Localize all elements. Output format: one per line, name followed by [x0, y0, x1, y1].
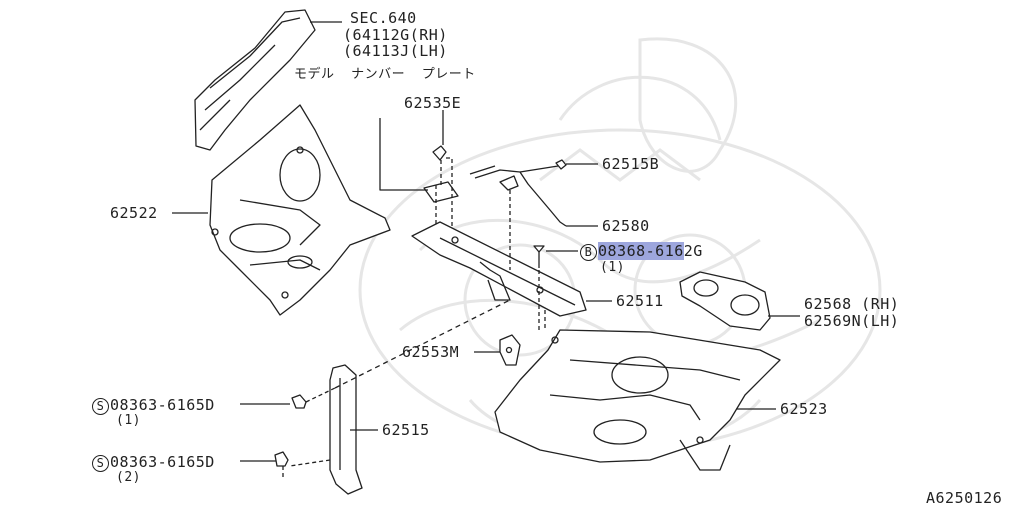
plate-note-label: モデル ナンバー プレート — [294, 67, 476, 82]
part-62522-label: 62522 — [110, 204, 158, 222]
part-62553m-bracket — [499, 334, 521, 366]
part-62580-label: 62580 — [602, 217, 650, 235]
part-62568-label: 62568 (RH) — [804, 295, 900, 313]
s-circle-icon: S — [92, 455, 109, 472]
b-circle-icon: B — [580, 244, 597, 261]
sec640-rh-label: (64112G(RH) — [343, 26, 448, 44]
part-62535e-clip — [432, 145, 453, 230]
part-62568-insulator — [679, 271, 771, 331]
part-62511-label: 62511 — [616, 292, 664, 310]
part-62511-member — [411, 221, 587, 317]
part-08368-text-rest: 2G — [683, 242, 703, 260]
part-08368-bolt — [533, 245, 545, 330]
part-62535e-label: 62535E — [404, 94, 462, 112]
part-08363-a-text: 08363-6165D — [110, 396, 215, 414]
part-08363-b-text: 08363-6165D — [110, 453, 215, 471]
part-08368-highlighted-text: 08368-616 — [598, 242, 684, 260]
part-62522-pan — [209, 104, 391, 316]
part-62523-pan — [494, 329, 781, 471]
sec640-ref-label: SEC.640 — [350, 9, 417, 27]
sec640-lh-label: (64113J(LH) — [343, 42, 448, 60]
sec640-rail — [194, 9, 316, 151]
part-08363-bolts — [274, 387, 336, 480]
part-62515-label: 62515 — [382, 421, 430, 439]
s-circle-icon: S — [92, 398, 109, 415]
part-08363-a-qty: (1) — [116, 413, 141, 428]
part-62553m-label: 62553M — [402, 343, 460, 361]
part-62515-bracket — [329, 364, 363, 495]
part-62515b-label: 62515B — [602, 155, 660, 173]
part-62569n-label: 62569N(LH) — [804, 312, 900, 330]
part-08368-qty: (1) — [600, 260, 625, 275]
number-plate-bracket — [379, 118, 459, 203]
part-62523-label: 62523 — [780, 400, 828, 418]
leader-lines — [172, 21, 800, 462]
part-62580-rod — [469, 159, 567, 270]
part-08363-b-qty: (2) — [116, 470, 141, 485]
figure-id-label: A6250126 — [926, 489, 1003, 507]
